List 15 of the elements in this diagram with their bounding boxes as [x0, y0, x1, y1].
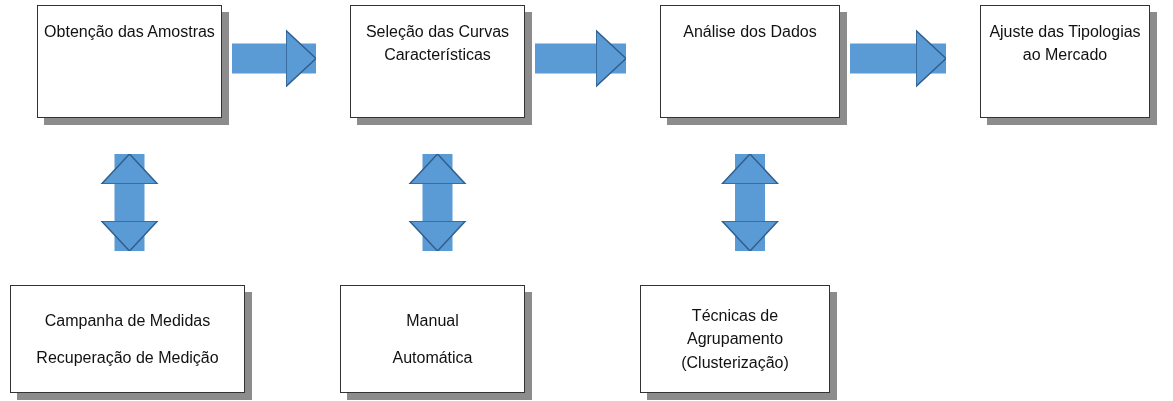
box-text: Automática — [392, 348, 473, 368]
box-text: Técnicas de Agrupamento (Clusterização) — [680, 306, 790, 373]
block-arrow — [232, 29, 317, 88]
box-text: Ajuste das Tipologias ao Mercado — [988, 22, 1142, 66]
box-text: Seleção das Curvas Características — [364, 22, 511, 66]
block-arrow — [408, 153, 467, 252]
box-text: Recuperação de Medição — [36, 348, 219, 368]
box-text: Campanha de Medidas — [44, 310, 211, 331]
block-arrow — [535, 29, 627, 88]
block-arrow — [850, 29, 947, 88]
box-text: Obtenção das Amostras — [44, 22, 215, 42]
box-text: Manual — [406, 310, 459, 331]
box-text: Análise dos Dados — [683, 22, 817, 42]
block-arrow — [721, 153, 779, 252]
block-arrow — [100, 153, 159, 252]
